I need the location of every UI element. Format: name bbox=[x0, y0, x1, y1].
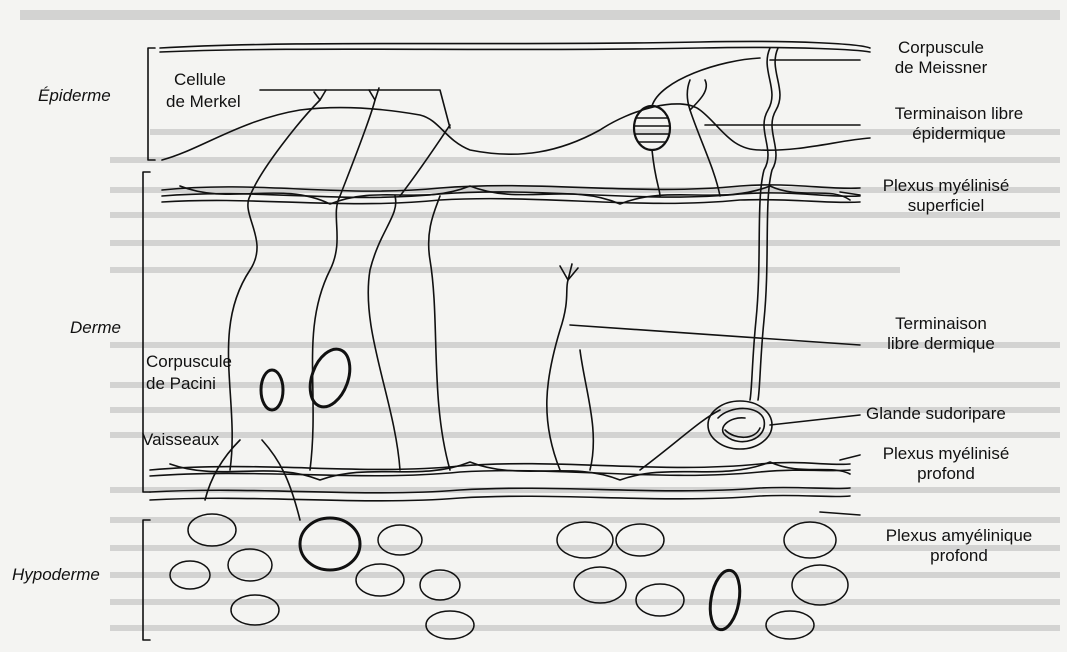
bracket-hypoderme bbox=[143, 520, 150, 640]
label-plexus-sup-2: superficiel bbox=[866, 196, 1026, 216]
label-libre-der-1: Terminaison bbox=[866, 314, 1016, 334]
label-plexus-amy-2: profond bbox=[866, 546, 1052, 566]
label-libre-epi-1: Terminaison libre bbox=[866, 104, 1052, 124]
label-meissner-2: de Meissner bbox=[866, 58, 1016, 78]
label-plexus-amyelinique-profond: Plexus amyélinique profond bbox=[866, 526, 1052, 566]
label-plexus-sup-1: Plexus myélinisé bbox=[866, 176, 1026, 196]
bracket-epiderme bbox=[148, 48, 155, 160]
label-pacini-2: de Pacini bbox=[146, 374, 216, 394]
label-terminaison-libre-dermique: Terminaison libre dermique bbox=[866, 314, 1016, 354]
label-vaisseaux: Vaisseaux bbox=[142, 430, 219, 450]
sudoriparous-gland bbox=[708, 48, 780, 449]
label-plexus-myelinise-profond: Plexus myélinisé profond bbox=[866, 444, 1026, 484]
label-libre-epi-2: épidermique bbox=[866, 124, 1052, 144]
label-plexus-amy-1: Plexus amyélinique bbox=[866, 526, 1052, 546]
label-cellule-merkel-1: Cellule bbox=[174, 70, 226, 90]
label-plexus-prof-2: profond bbox=[866, 464, 1026, 484]
layer-hypoderme: Hypoderme bbox=[12, 565, 100, 585]
label-meissner-1: Corpuscule bbox=[866, 38, 1016, 58]
label-libre-der-2: libre dermique bbox=[866, 334, 1016, 354]
nerve-fibers bbox=[205, 88, 720, 520]
layer-epiderme: Épiderme bbox=[38, 86, 111, 106]
plexus-myelinise-profond bbox=[150, 462, 850, 480]
label-plexus-superficiel: Plexus myélinisé superficiel bbox=[866, 176, 1026, 216]
label-pacini-1: Corpuscule bbox=[146, 352, 232, 372]
merkel-pointer bbox=[260, 90, 450, 128]
label-terminaison-libre-epidermique: Terminaison libre épidermique bbox=[866, 104, 1052, 144]
label-plexus-prof-1: Plexus myélinisé bbox=[866, 444, 1026, 464]
layer-derme: Derme bbox=[70, 318, 121, 338]
label-cellule-merkel-2: de Merkel bbox=[166, 92, 241, 112]
label-glande-sudoripare: Glande sudoripare bbox=[866, 404, 1006, 424]
label-meissner: Corpuscule de Meissner bbox=[866, 38, 1016, 78]
